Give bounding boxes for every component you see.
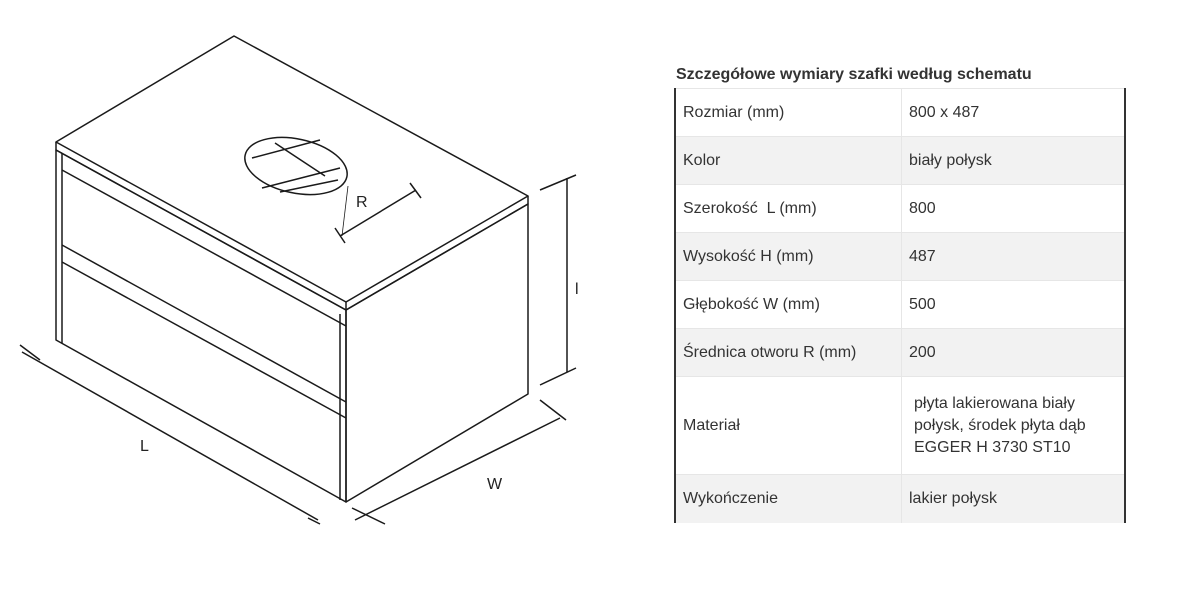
row-value: lakier połysk — [901, 474, 1125, 523]
dimension-r — [334, 182, 422, 244]
table-row: Szerokość L (mm)800 — [675, 184, 1125, 233]
dimension-w — [351, 399, 567, 525]
cabinet-top — [55, 35, 529, 303]
table-row: Średnica otworu R (mm)200 — [675, 328, 1125, 377]
row-label: Wysokość H (mm) — [675, 232, 902, 281]
label-l: L — [140, 438, 149, 455]
label-w: W — [487, 476, 503, 493]
cabinet-drawing: L W l R — [19, 35, 579, 525]
sink-hole — [244, 136, 348, 196]
table-row: Głębokość W (mm)500 — [675, 280, 1125, 329]
row-value: 500 — [901, 280, 1125, 329]
cabinet-side — [345, 203, 529, 503]
label-r: R — [356, 194, 368, 211]
row-label: Szerokość L (mm) — [675, 184, 902, 233]
row-value: 800 x 487 — [901, 88, 1125, 137]
row-value: 487 — [901, 232, 1125, 281]
row-value: 200 — [901, 328, 1125, 377]
row-label: Kolor — [675, 136, 902, 185]
row-label: Materiał — [675, 376, 902, 475]
row-value: biały połysk — [901, 136, 1125, 185]
row-value: płyta lakierowana biały połysk, środek p… — [901, 376, 1125, 475]
label-h: l — [575, 281, 579, 298]
row-label: Głębokość W (mm) — [675, 280, 902, 329]
dimension-h — [539, 174, 577, 386]
row-label: Średnica otworu R (mm) — [675, 328, 902, 377]
row-label: Wykończenie — [675, 474, 902, 523]
dimension-l — [19, 344, 321, 525]
table-title: Szczegółowe wymiary szafki według schema… — [676, 66, 1032, 83]
table-row: Rozmiar (mm)800 x 487 — [675, 88, 1125, 137]
row-value: 800 — [901, 184, 1125, 233]
row-label: Rozmiar (mm) — [675, 88, 902, 137]
table-row: Wysokość H (mm)487 — [675, 232, 1125, 281]
